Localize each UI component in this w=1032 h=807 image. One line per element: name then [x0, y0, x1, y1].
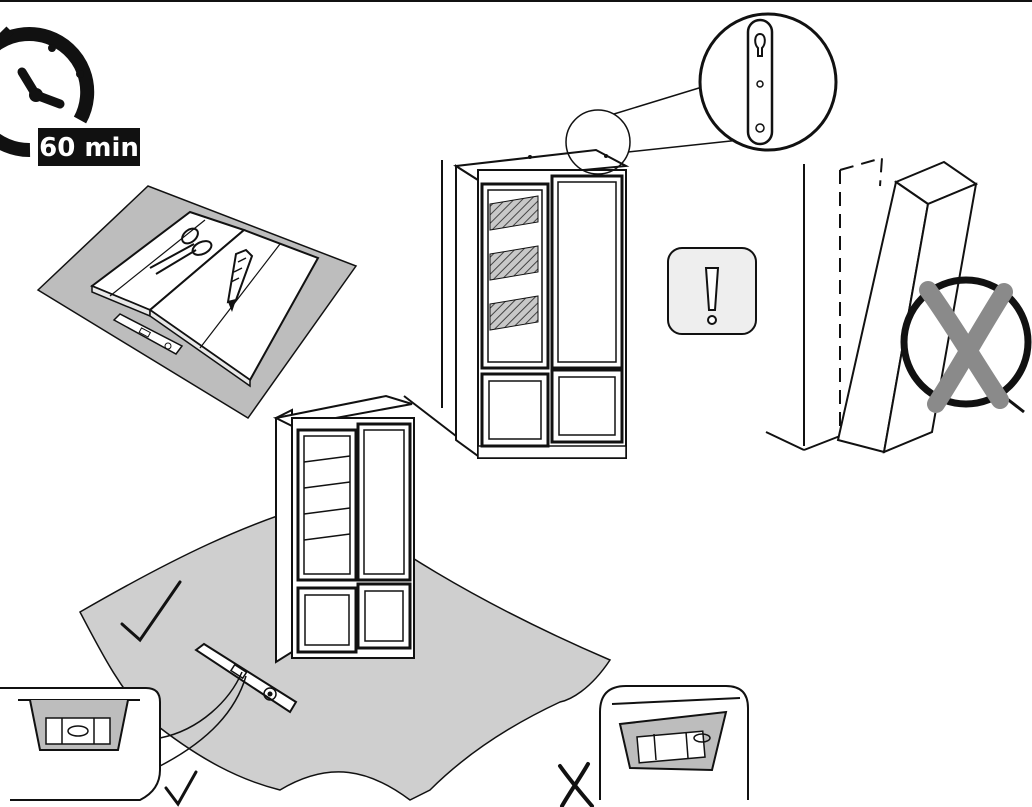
cabinet-wall-view: [404, 150, 626, 458]
magnifier-callout: [566, 14, 836, 174]
exclamation-icon: [668, 248, 756, 334]
unpacking-mat-scene: [38, 186, 356, 418]
check-mark-icon: [166, 772, 196, 804]
cabinet-front-view: [276, 396, 414, 662]
wall-bracket-icon: [748, 20, 772, 144]
time-label: 60 min: [39, 133, 139, 163]
time-badge: 60 min: [38, 128, 140, 166]
level-detail-incorrect: [600, 686, 748, 800]
cross-mark-icon: [560, 764, 592, 806]
